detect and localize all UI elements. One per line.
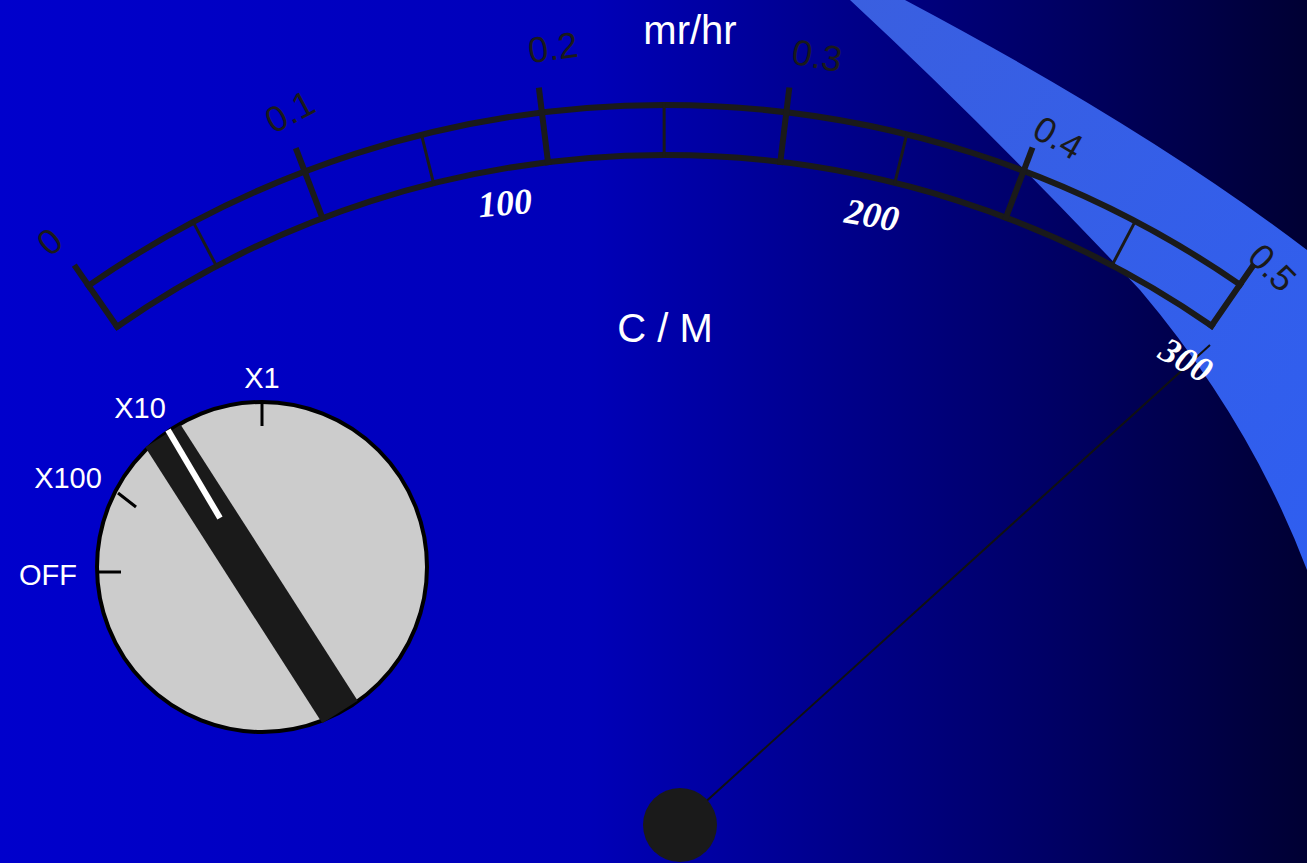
scale-stroke [117, 155, 1211, 327]
count-number: 100 [477, 183, 534, 224]
scale-number: 0.1 [259, 84, 320, 139]
needle [680, 345, 1210, 825]
needle-pivot [643, 788, 717, 862]
range-label: X100 [34, 464, 102, 493]
light-band [850, 0, 1307, 570]
scale-stroke [1212, 267, 1253, 326]
meter-scale [76, 90, 1252, 326]
unit-label: mr/hr [643, 10, 736, 50]
scale-stroke [193, 222, 216, 266]
scale-stroke [1112, 221, 1135, 265]
scale-stroke [1006, 150, 1032, 217]
range-label: OFF [19, 561, 77, 590]
range-switch [97, 402, 427, 732]
scale-stroke [89, 105, 1240, 286]
scale-stroke [780, 90, 789, 161]
scale-stroke [76, 268, 117, 327]
scale-number: 0 [31, 222, 69, 262]
scale-number: 0.2 [526, 27, 581, 70]
scale-stroke [539, 91, 548, 162]
scale-stroke [422, 135, 434, 184]
scale-stroke [663, 105, 666, 155]
scale-number: 0.3 [789, 34, 845, 78]
scale-stroke [297, 151, 323, 218]
range-label: X1 [244, 364, 279, 393]
count-number: 200 [842, 193, 901, 238]
scale-stroke [895, 134, 907, 183]
unit-label: C / M [617, 308, 713, 348]
range-label: X10 [114, 394, 166, 423]
